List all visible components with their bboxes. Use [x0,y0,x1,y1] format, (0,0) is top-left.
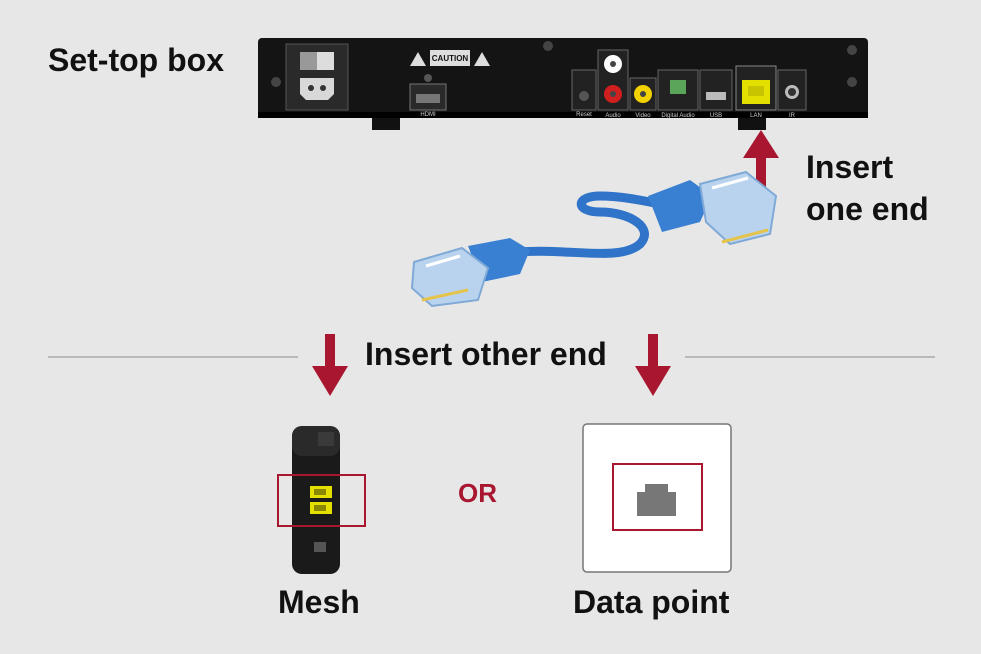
insert-one-end-line1: Insert [806,149,894,185]
data-point-wallplate [582,423,732,573]
digital-audio-label: Digital Audio [661,113,695,119]
reset-label: Reset [576,112,592,118]
ir-label: IR [789,113,796,119]
warning-icon [474,52,490,66]
audio-label: Audio [605,113,621,119]
screw-icon [847,77,857,87]
caution-label-plate [430,50,470,66]
or-label: OR [458,478,497,508]
mesh-highlight-box [277,474,366,527]
usb-port-icon [706,92,726,100]
screw-icon [543,41,553,51]
down-arrow-icon [312,334,348,396]
reset-panel [571,69,597,111]
warning-icon [410,52,426,66]
mesh-body [292,426,340,574]
reset-button-icon [579,91,589,101]
data-point-highlight-box [612,463,703,531]
screw-icon [847,45,857,55]
insert-one-end-label: Insert one end [806,146,929,230]
rj45-plug-right [648,170,778,246]
insert-one-end-line2: one end [806,191,929,227]
insert-other-end-label: Insert other end [365,336,607,372]
mesh-device [277,426,366,574]
video-label: Video [635,113,651,119]
usb-label: USB [710,113,722,119]
lan-label: LAN [750,113,762,119]
set-top-box-label: Set-top box [48,42,224,78]
data-point-label: Data point [573,584,730,620]
screw-icon [271,77,281,87]
ethernet-socket-icon [637,484,676,516]
hdmi-port-label: HDMI [420,112,436,118]
ethernet-cable-icon [410,170,778,308]
caution-text: CAUTION [432,54,469,63]
mesh-label: Mesh [278,584,360,620]
mesh-power-port-icon [314,542,326,552]
divider-right [685,356,935,358]
divider-left [48,356,298,358]
set-top-box: CAUTION HDMI Reset Audio Video Digital A… [258,38,868,130]
optical-port-icon [670,80,686,94]
rj45-plug-left [410,238,530,308]
down-arrow-icon [635,334,671,396]
up-arrow-icon [743,130,779,188]
power-socket-icon [300,78,334,100]
